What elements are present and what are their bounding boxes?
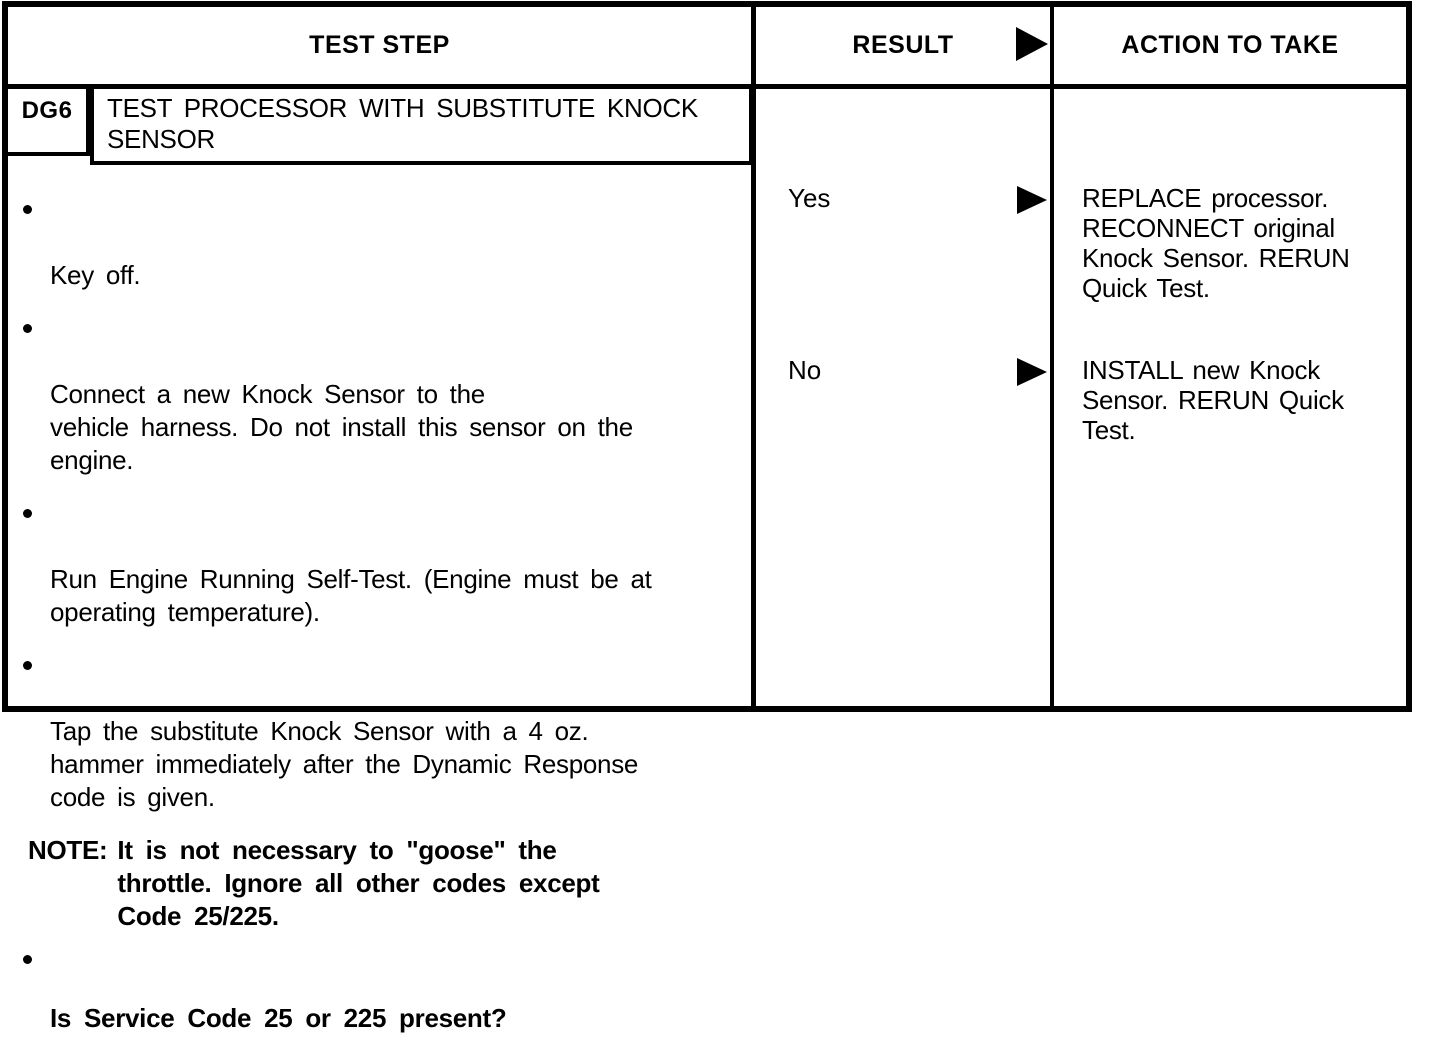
test-step-cell: Key off. Connect a new Knock Sensor to t… <box>8 165 753 1053</box>
step-title-box: TEST PROCESSOR WITH SUBSTITUTE KNOCK SEN… <box>90 84 753 165</box>
test-step-item: Connect a new Knock Sensor to the vehicl… <box>20 312 739 477</box>
note-label: NOTE: <box>28 835 108 865</box>
question-text: Is Service Code 25 or 225 present? <box>50 1003 507 1033</box>
bullet-icon <box>23 661 32 670</box>
question-list: Is Service Code 25 or 225 present? <box>20 943 739 1033</box>
test-step-item: Key off. <box>20 193 739 292</box>
test-step-list: Key off. Connect a new Knock Sensor to t… <box>20 193 739 814</box>
result-row-yes: Yes <box>756 183 1050 214</box>
column-divider-result-action <box>1050 7 1054 706</box>
no-arrow-icon <box>1017 358 1047 386</box>
action-cell-no: INSTALL new Knock Sensor. RERUN Quick Te… <box>1082 355 1344 445</box>
scanned-service-manual-page: TEST STEP RESULT ACTION TO TAKE DG6 TEST… <box>2 1 1412 1033</box>
column-divider-teststep-result <box>751 7 756 706</box>
bullet-icon <box>23 205 32 214</box>
bullet-icon <box>23 509 32 518</box>
bullet-icon <box>23 324 32 333</box>
test-step-item: Tap the substitute Knock Sensor with a 4… <box>20 649 739 814</box>
test-step-text: Key off. <box>50 260 141 290</box>
bullet-icon <box>23 955 32 964</box>
test-step-item: Run Engine Running Self-Test. (Engine mu… <box>20 497 739 629</box>
yes-arrow-icon <box>1017 186 1047 214</box>
question-item: Is Service Code 25 or 225 present? <box>20 943 739 1033</box>
test-step-column-header: TEST STEP <box>309 31 450 59</box>
note-text: It is not necessary to "goose" the throt… <box>117 835 600 931</box>
test-step-text: Tap the substitute Knock Sensor with a 4… <box>50 716 639 812</box>
result-row-no: No <box>756 355 1050 386</box>
result-column-header: RESULT <box>756 27 1050 61</box>
diagnostic-test-table: TEST STEP RESULT ACTION TO TAKE DG6 TEST… <box>2 1 1412 1033</box>
result-yes-label: Yes <box>788 183 831 213</box>
action-cell-yes: REPLACE processor. RECONNECT original Kn… <box>1082 183 1350 303</box>
action-column-header: ACTION TO TAKE <box>1121 31 1339 59</box>
result-header-label: RESULT <box>852 31 954 59</box>
result-header-arrow-icon <box>1016 27 1048 61</box>
test-step-text: Run Engine Running Self-Test. (Engine mu… <box>50 564 652 627</box>
note-block: NOTE: It is not necessary to "goose" the… <box>20 834 739 933</box>
test-step-text: Connect a new Knock Sensor to the vehicl… <box>50 379 633 475</box>
result-no-label: No <box>788 355 822 385</box>
step-id-box: DG6 <box>8 84 90 156</box>
